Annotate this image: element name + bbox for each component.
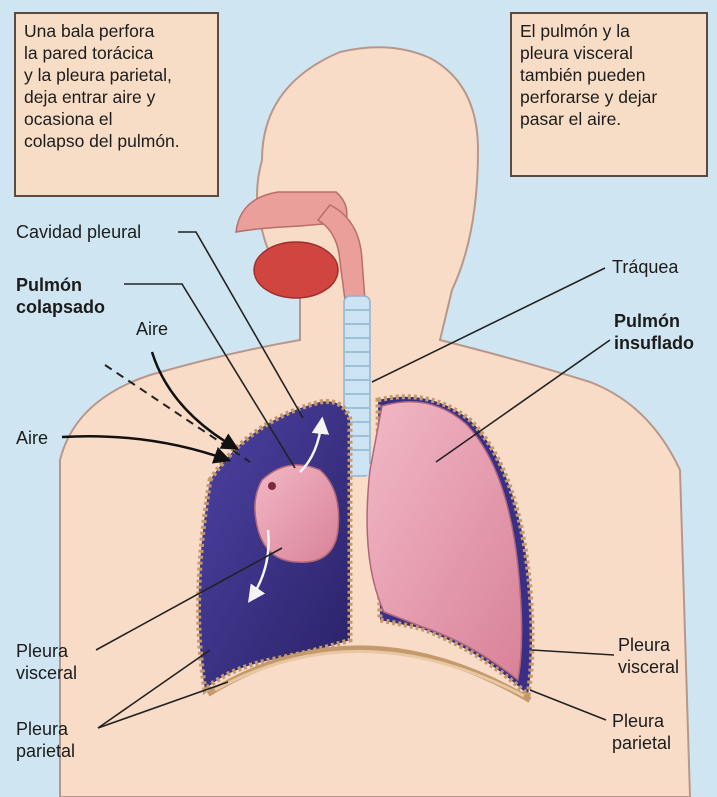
label-pleura-parietal-left: Pleura parietal [16,718,75,762]
label-cavidad-pleural: Cavidad pleural [16,221,141,243]
callout-bullet-explanation: Una bala perfora la pared torácica y la … [14,12,219,197]
label-pleura-parietal-right: Pleura parietal [612,710,671,754]
label-pulmon-colapsado: Pulmón colapsado [16,274,105,318]
label-aire-top: Aire [136,318,168,340]
callout-visceral-explanation: El pulmón y la pleura visceral también p… [510,12,708,177]
bullet-wound [268,482,276,490]
oral-cavity [254,242,338,298]
label-traquea: Tráquea [612,256,678,278]
label-aire-left: Aire [16,427,48,449]
label-pulmon-insuflado: Pulmón insuflado [614,310,694,354]
label-pleura-visceral-left: Pleura visceral [16,640,77,684]
label-pleura-visceral-right: Pleura visceral [618,634,679,678]
